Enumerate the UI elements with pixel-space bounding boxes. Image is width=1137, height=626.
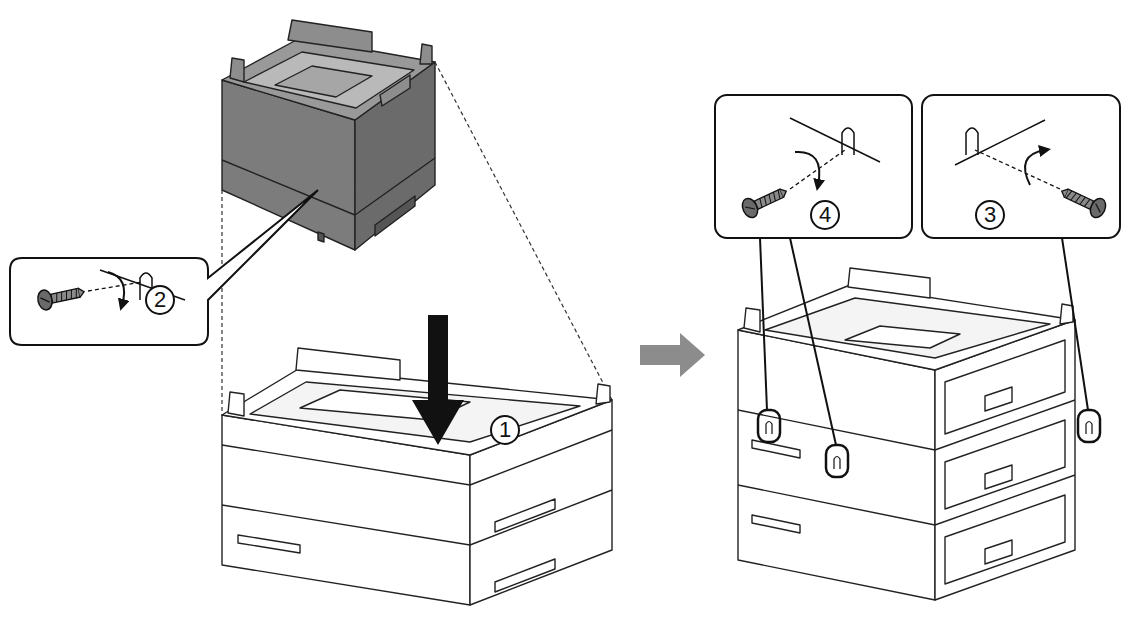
unit-back-wall bbox=[296, 348, 400, 380]
highlight-oval bbox=[1078, 410, 1100, 442]
side-slot bbox=[238, 535, 300, 553]
screw-hole bbox=[766, 422, 772, 435]
cassette-post bbox=[420, 44, 432, 64]
unit-floor bbox=[250, 382, 580, 442]
lower-unit bbox=[222, 348, 612, 605]
unit-edge bbox=[470, 430, 612, 485]
drawer-handle bbox=[495, 499, 555, 532]
guide-line bbox=[221, 190, 222, 415]
callout-number: 4 bbox=[810, 200, 840, 230]
unit-edge bbox=[222, 445, 470, 485]
screw-hole bbox=[834, 457, 840, 470]
callout-box bbox=[715, 95, 912, 445]
screw-icon bbox=[1058, 182, 1109, 220]
cassette-edge bbox=[222, 160, 355, 215]
insert-arrow bbox=[412, 315, 464, 445]
unit-front bbox=[470, 400, 612, 605]
callout-frame bbox=[922, 95, 1120, 238]
assembled-unit bbox=[738, 268, 1075, 600]
cassette-top bbox=[222, 38, 435, 120]
turn-arrow bbox=[108, 272, 124, 305]
leader-line bbox=[790, 238, 836, 445]
unit-post bbox=[228, 392, 244, 416]
drawer-handle bbox=[985, 465, 1012, 489]
screw-hole bbox=[1086, 422, 1092, 435]
screw-icon bbox=[739, 182, 790, 220]
cassette-edge bbox=[355, 158, 435, 215]
unit-back-wall bbox=[848, 268, 930, 298]
leader-line bbox=[1062, 238, 1088, 410]
insert-path bbox=[88, 282, 142, 291]
drawer-handle bbox=[985, 387, 1012, 411]
screw-hole bbox=[318, 232, 324, 242]
cassette-rib bbox=[380, 75, 410, 106]
screw-icon bbox=[36, 282, 86, 311]
unit-post bbox=[1060, 304, 1073, 324]
drawer-handle bbox=[495, 559, 555, 592]
turn-arrow bbox=[1025, 150, 1045, 185]
unit-floor bbox=[765, 298, 1050, 358]
screw-highlights bbox=[758, 410, 1100, 477]
unit-top bbox=[222, 368, 612, 455]
cassette-post bbox=[230, 58, 244, 82]
side-slot bbox=[752, 515, 800, 533]
callout-number: 1 bbox=[490, 415, 520, 445]
unit-post bbox=[596, 384, 610, 404]
leader-line bbox=[760, 238, 767, 410]
insert-path bbox=[790, 150, 845, 189]
cassette-floor bbox=[244, 52, 414, 108]
highlight-oval bbox=[758, 410, 780, 442]
tier-line bbox=[470, 490, 612, 545]
callout-frame bbox=[715, 95, 912, 238]
callout-frame bbox=[10, 190, 318, 345]
side-slot bbox=[752, 440, 800, 458]
cassette-handle bbox=[375, 196, 415, 236]
unit-post bbox=[744, 308, 760, 332]
callout-number: 2 bbox=[145, 285, 175, 315]
callout-box bbox=[10, 190, 318, 345]
drawer-front bbox=[945, 420, 1065, 509]
unit-side bbox=[738, 330, 935, 600]
insert-path bbox=[975, 150, 1060, 189]
drawer-front bbox=[945, 495, 1065, 584]
guide-lines bbox=[222, 62, 612, 415]
cassette-recess bbox=[275, 66, 372, 97]
turn-arrow bbox=[795, 152, 819, 185]
panel-edge bbox=[955, 120, 1045, 165]
highlight-oval bbox=[826, 445, 848, 477]
gray-cassette bbox=[222, 20, 435, 250]
guide-line bbox=[435, 62, 612, 400]
callout-box bbox=[922, 95, 1120, 410]
callout-number: 3 bbox=[975, 200, 1005, 230]
drawer-front bbox=[945, 340, 1065, 434]
cassette-back-wall bbox=[288, 20, 372, 52]
unit-recess bbox=[845, 326, 960, 348]
drawer-handle bbox=[985, 540, 1012, 564]
step-arrow bbox=[640, 333, 705, 377]
panel-edge bbox=[790, 118, 880, 162]
